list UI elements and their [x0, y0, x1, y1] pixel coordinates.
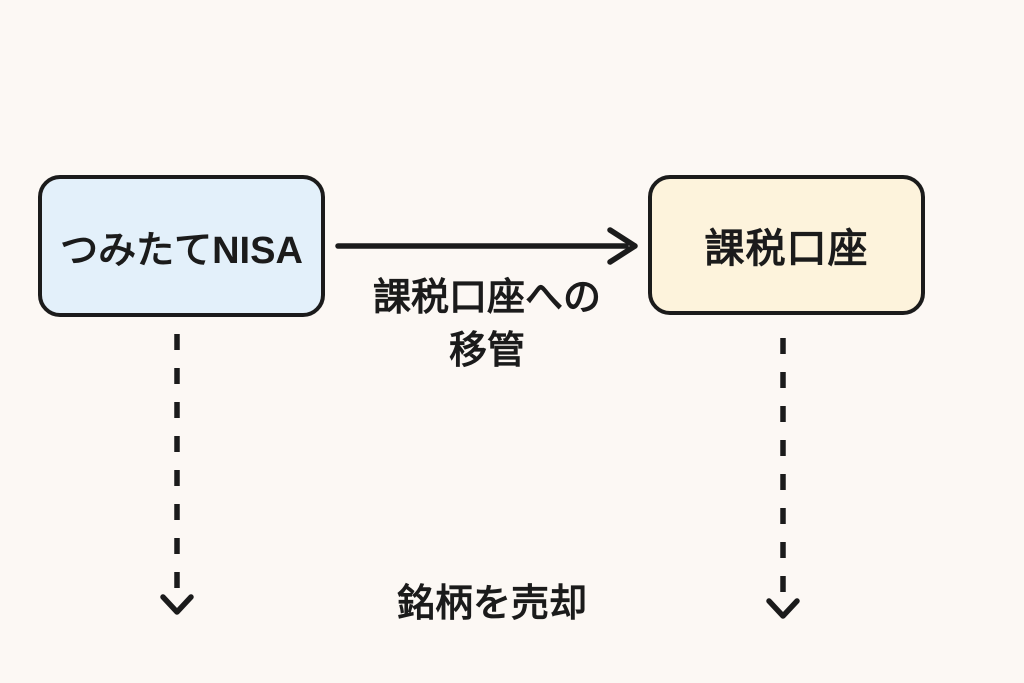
transfer-arrow-label: 課税口座への 移管	[317, 272, 657, 378]
node-tsumitate-nisa-label: つみたてNISA	[60, 229, 303, 272]
node-kazei-koza-label: 課税口座	[704, 227, 869, 271]
transfer-arrow-right-icon	[335, 227, 638, 265]
sell-dashed-arrow-down-left-icon	[160, 334, 194, 615]
node-kazei-koza: 課税口座	[648, 175, 925, 315]
sell-action-label: 銘柄を売却	[396, 583, 587, 625]
sell-dashed-arrow-down-right-icon	[766, 338, 800, 619]
transfer-arrow-label-line1: 課税口座への	[372, 277, 601, 319]
node-tsumitate-nisa: つみたてNISA	[38, 175, 325, 317]
transfer-arrow-label-line2: 移管	[448, 330, 525, 372]
